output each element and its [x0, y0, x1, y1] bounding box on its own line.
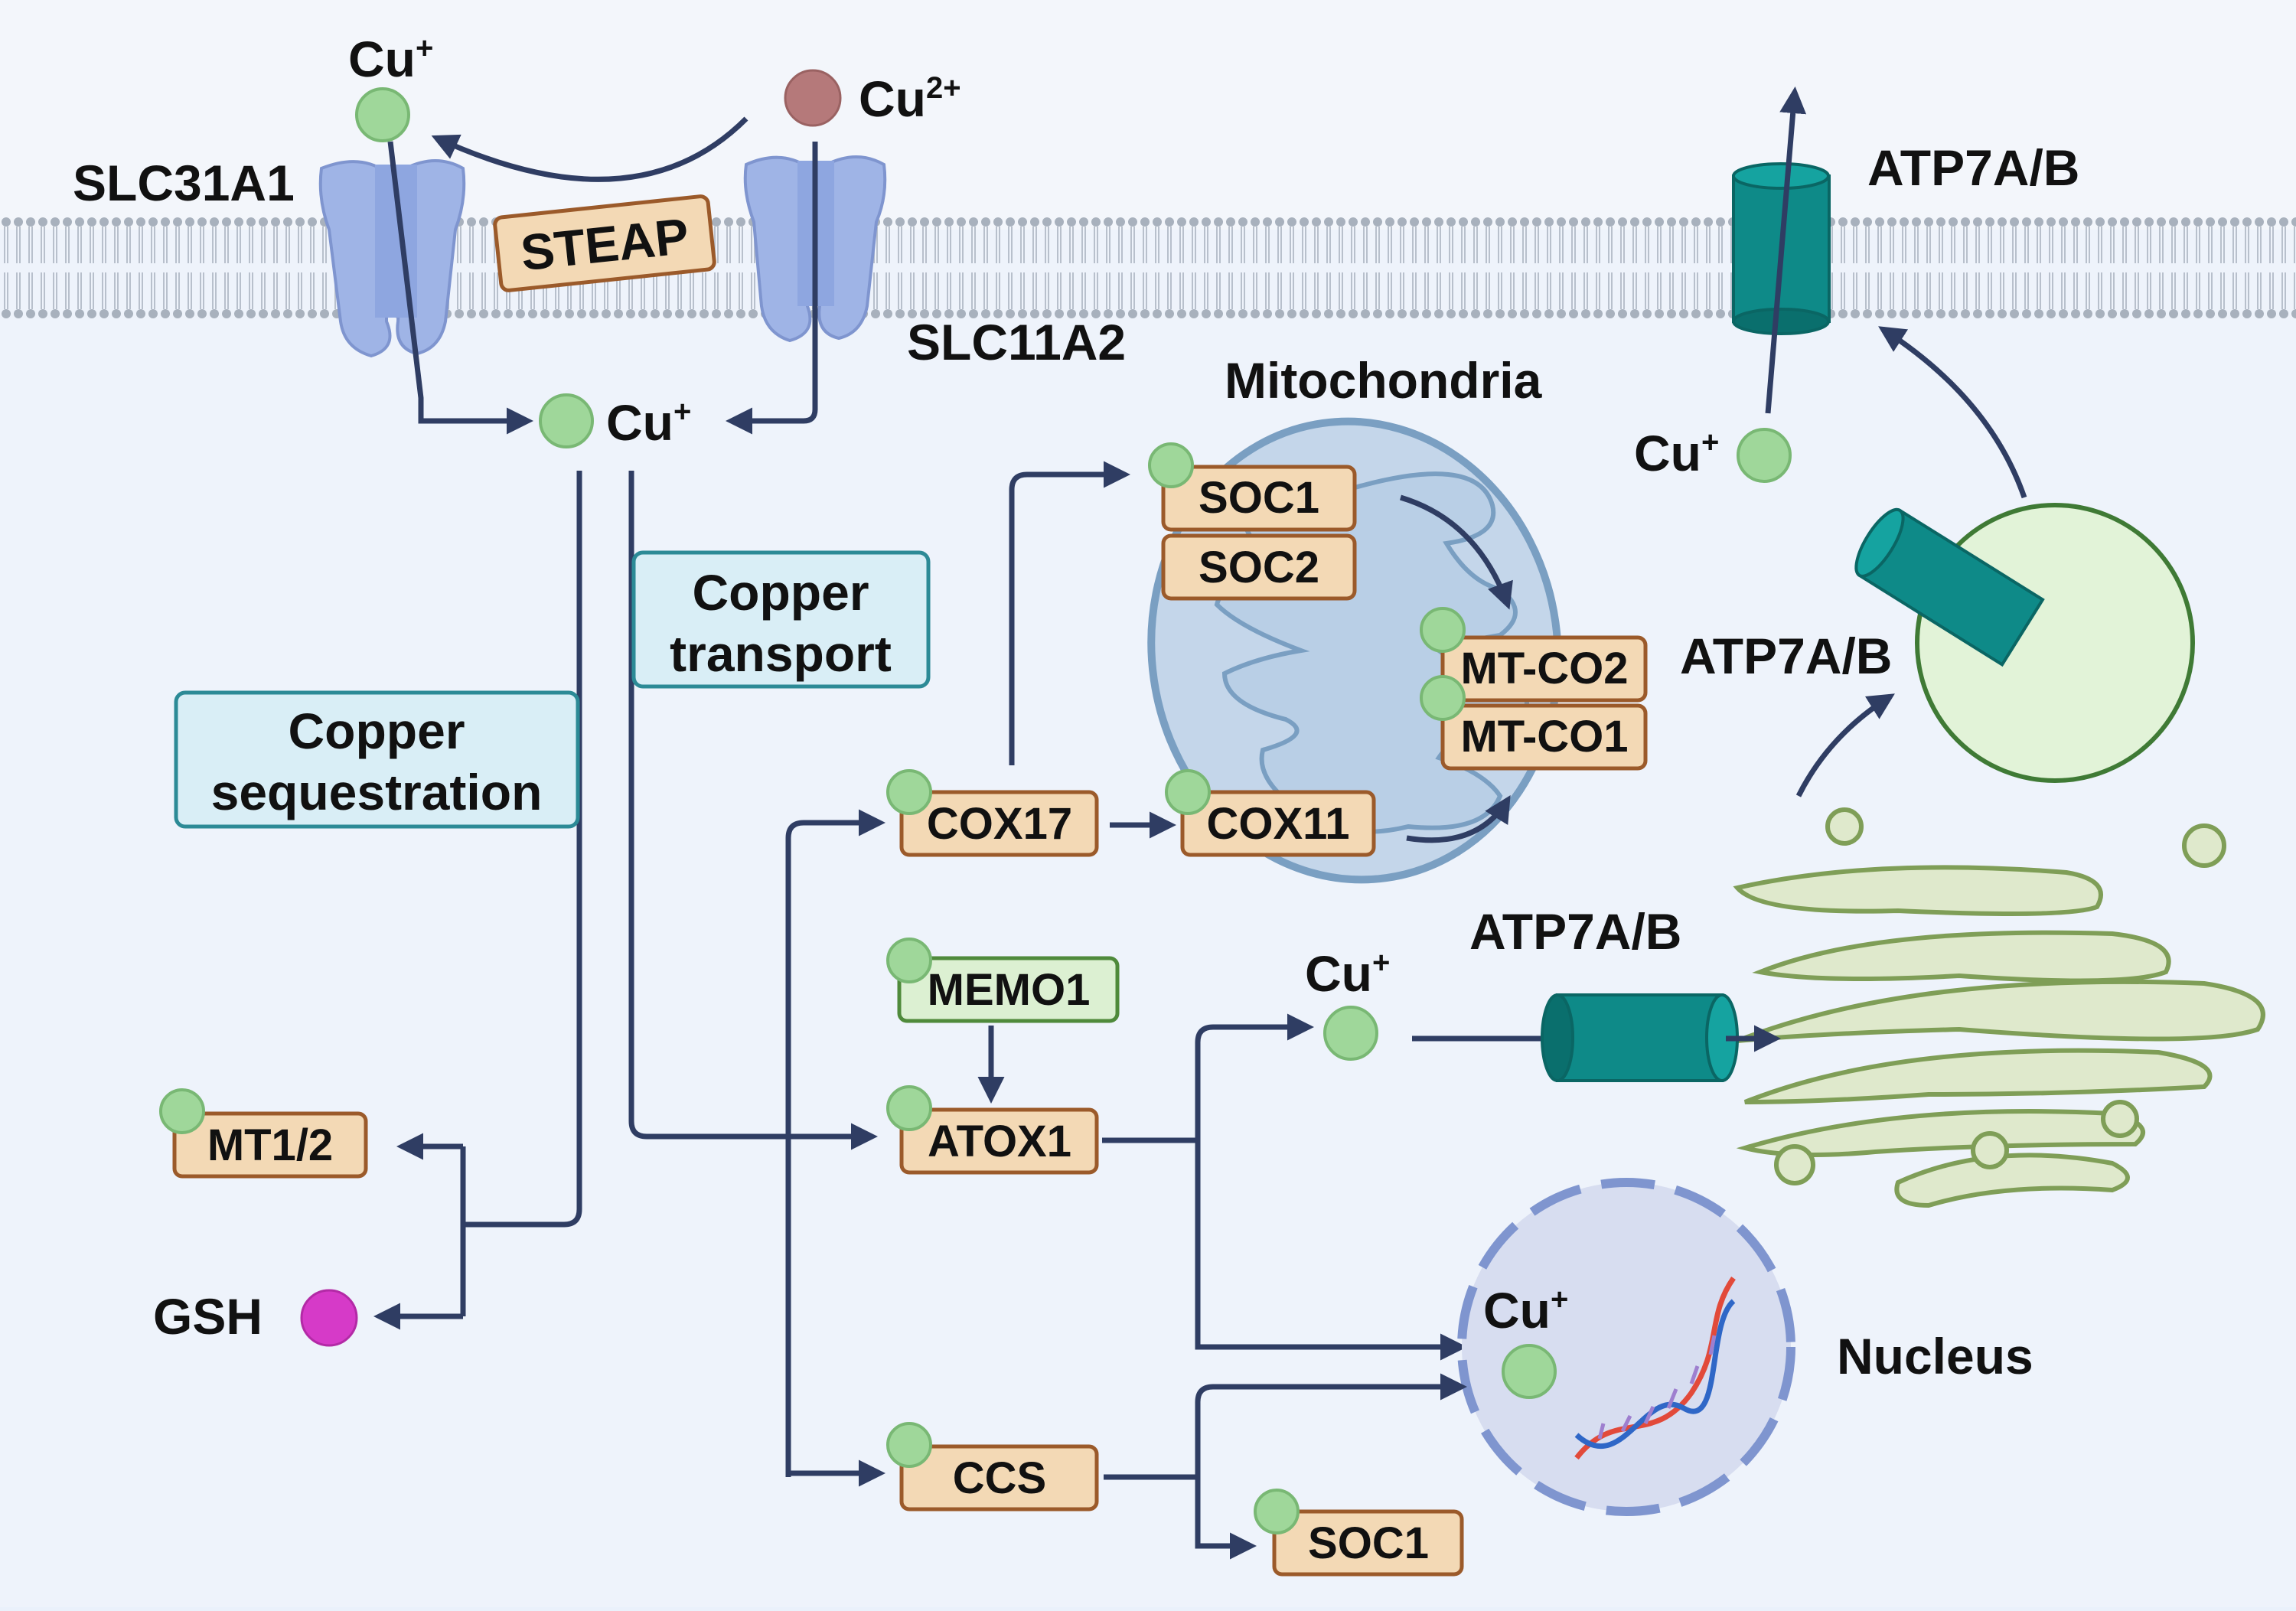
export-arrow — [1765, 86, 1807, 414]
atox1-to-golgi-arrow — [1195, 1013, 1314, 1140]
slc31a1-label: SLC31A1 — [73, 155, 295, 211]
to-cox17-arrow — [785, 809, 885, 1477]
atox1-to-nucleus-arrow — [1102, 1137, 1467, 1361]
soc1-bottom-label: SOC1 — [1308, 1518, 1429, 1568]
copper-ion-nucleus-icon — [1502, 1344, 1557, 1399]
reduction-arrow — [431, 116, 748, 182]
golgi-apparatus — [1733, 807, 2265, 1208]
copper-ion-icon — [1165, 769, 1211, 815]
cox11-box: COX11 — [1180, 790, 1376, 857]
mtco2-box: MT-CO2 — [1440, 635, 1648, 703]
copper-ion-icon — [886, 769, 932, 815]
mtco1-box: MT-CO1 — [1440, 703, 1648, 771]
copper-transport-box: Copper transport — [631, 550, 931, 689]
mtco1-label: MT-CO1 — [1460, 712, 1628, 761]
gsh-label: GSH — [153, 1288, 263, 1345]
copper-ion-export-icon — [1737, 428, 1792, 483]
slc31a1-uptake-arrow — [387, 141, 533, 435]
gsh-icon — [300, 1289, 358, 1347]
cox11-label: COX11 — [1207, 799, 1350, 849]
cu2-plus-label: Cu2+ — [859, 70, 961, 127]
atox1-box: ATOX1 — [899, 1107, 1099, 1175]
atp7ab-vesicle-channel — [1854, 507, 2045, 667]
soc1-mito-box: SOC1 — [1161, 465, 1357, 532]
nucleus-organelle — [1457, 1178, 1795, 1516]
copper-ion-icon — [886, 1422, 932, 1468]
copper-ion-icon — [886, 1085, 932, 1131]
transport-line2: transport — [670, 625, 892, 682]
cu-plus-extracellular: Cu+ — [348, 31, 433, 87]
sequestration-line2: sequestration — [211, 764, 543, 820]
sequestration-line1: Copper — [289, 703, 465, 759]
soc2-box: SOC2 — [1161, 533, 1357, 601]
copper-ion-cytosol-icon — [539, 393, 594, 448]
ccs-to-nucleus-arrow — [1195, 1373, 1467, 1477]
soc1-to-mtco2-arrow — [1399, 494, 1513, 610]
cox17-label: COX17 — [927, 799, 1072, 849]
slc11a2-label: SLC11A2 — [907, 314, 1126, 370]
sequestration-line — [463, 471, 582, 1228]
nucleus-label: Nucleus — [1837, 1328, 2033, 1384]
atp7ab-golgi-label: ATP7A/B — [1469, 903, 1681, 960]
copper-ion-icon — [1148, 442, 1194, 488]
copper-sequestration-box: Copper sequestration — [174, 690, 580, 829]
golgi-to-vesicle-arrow — [1795, 693, 1895, 797]
soc1-bottom-box: SOC1 — [1272, 1509, 1464, 1577]
copper-ion-icon — [159, 1088, 205, 1134]
mtco2-label: MT-CO2 — [1460, 644, 1628, 693]
copper-ion-icon — [1420, 675, 1466, 721]
copper-ion-icon — [1420, 607, 1466, 653]
soc1-mito-label: SOC1 — [1199, 473, 1319, 523]
soc2-label: SOC2 — [1199, 543, 1319, 592]
mitochondria-label: Mitochondria — [1225, 352, 1543, 409]
to-atox1-arrow — [628, 471, 878, 1150]
steap-enzyme: STEAP — [493, 194, 716, 292]
ccs-label: CCS — [953, 1453, 1046, 1503]
memo1-label: MEMO1 — [928, 965, 1091, 1015]
copper-ion-2plus-icon — [784, 69, 842, 127]
cu-plus-export: Cu+ — [1634, 425, 1719, 481]
dna-icon — [1574, 1276, 1736, 1460]
ccs-to-soc1-arrow — [1104, 1474, 1257, 1560]
atp7ab-golgi-channel — [1541, 993, 1739, 1082]
atox1-label: ATOX1 — [928, 1117, 1071, 1166]
copper-ion-icon — [886, 938, 932, 983]
transport-line1: Copper — [693, 564, 869, 621]
ccs-box: CCS — [899, 1444, 1099, 1512]
cu-plus-golgi: Cu+ — [1305, 945, 1390, 1002]
cu-plus-cytosol: Cu+ — [606, 394, 691, 451]
slc11a2-uptake-arrow — [726, 142, 818, 435]
vesicle-to-membrane-arrow — [1878, 326, 2027, 499]
cu-plus-nucleus: Cu+ — [1483, 1282, 1568, 1339]
copper-ion-icon — [1254, 1489, 1300, 1534]
mt12-label: MT1/2 — [207, 1120, 333, 1170]
atp7ab-membrane-channel — [1732, 162, 1831, 335]
memo1-box: MEMO1 — [897, 956, 1120, 1023]
copper-ion-plus-icon — [355, 87, 410, 142]
atp7ab-membrane-label: ATP7A/B — [1867, 139, 2079, 196]
cox11-to-mtco1-arrow — [1406, 795, 1511, 843]
mt12-box: MT1/2 — [172, 1111, 368, 1179]
cox17-box: COX17 — [899, 790, 1099, 857]
copper-ion-golgi-icon — [1323, 1006, 1378, 1061]
cox17-to-soc1-arrow — [1009, 461, 1130, 765]
atp7ab-vesicle-label: ATP7A/B — [1680, 628, 1892, 684]
